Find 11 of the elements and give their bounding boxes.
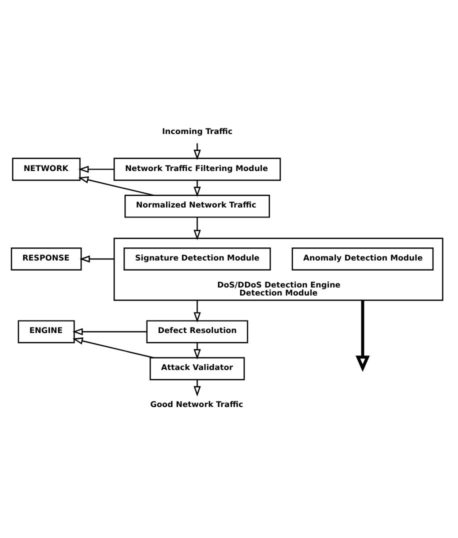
arrow bbox=[193, 143, 200, 160]
arrow bbox=[193, 300, 200, 323]
arrow bbox=[193, 380, 200, 396]
arrow bbox=[72, 328, 146, 336]
arrow bbox=[78, 166, 114, 173]
arrow bbox=[72, 337, 154, 358]
arrow bbox=[355, 300, 370, 372]
arrow bbox=[193, 217, 200, 240]
arrow bbox=[79, 255, 114, 263]
arrow bbox=[193, 180, 200, 198]
arrow bbox=[193, 342, 200, 360]
